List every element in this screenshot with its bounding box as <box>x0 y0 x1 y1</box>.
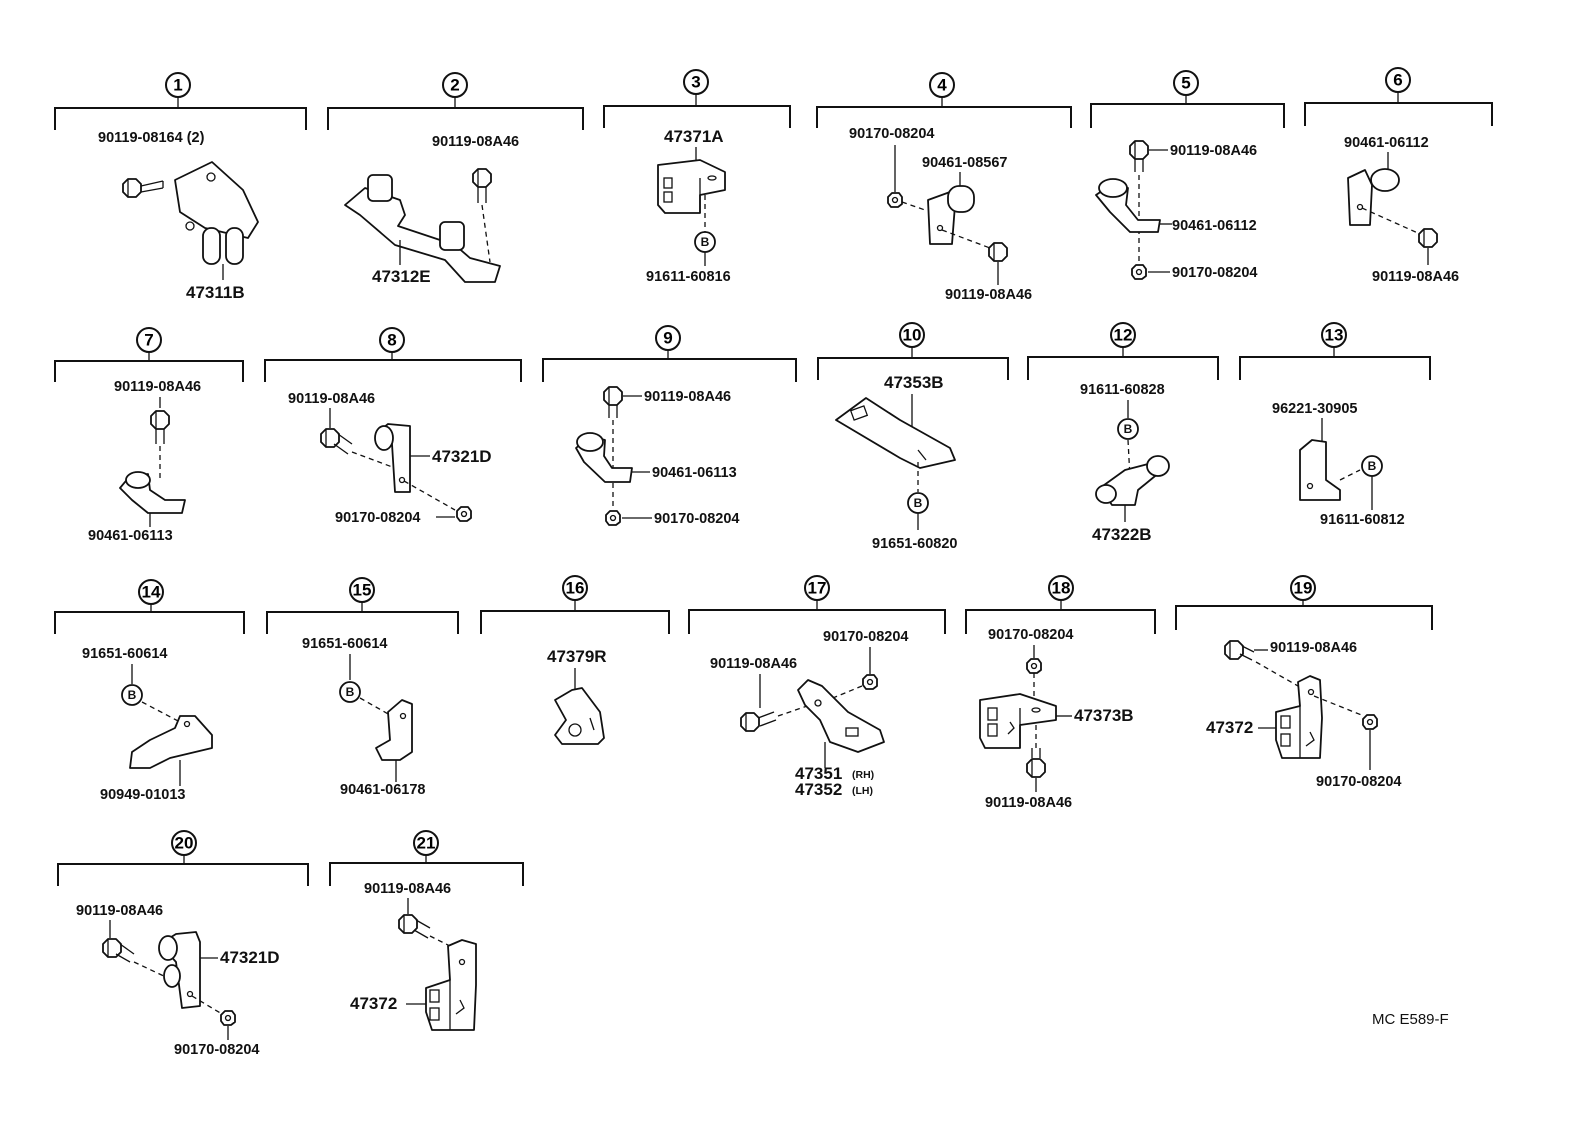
part-label: 47372 <box>1206 718 1253 737</box>
group-number: 18 <box>1052 579 1071 598</box>
group-number: 13 <box>1325 326 1344 345</box>
group-7: 7 90119-08A46 90461-06113 <box>54 327 244 544</box>
b-symbol: B <box>701 235 710 249</box>
part-label: 47372 <box>350 994 397 1013</box>
b-symbol: B <box>346 685 355 699</box>
part-label: 91651-60614 <box>302 636 387 652</box>
side-label: (RH) <box>852 769 874 781</box>
part-label: 90170-08204 <box>1316 774 1401 790</box>
group-number: 21 <box>417 834 436 853</box>
group-number: 20 <box>175 834 194 853</box>
part-label: 90170-08204 <box>849 126 934 142</box>
group-20: 20 90119-08A46 47321D 90170-08204 <box>57 830 309 1058</box>
group-number: 4 <box>937 76 947 95</box>
group-6: 6 90461-06112 90119-08A46 <box>1304 67 1493 285</box>
part-label: 47379R <box>547 647 607 666</box>
b-symbol: B <box>914 496 923 510</box>
group-17: 17 90170-08204 90119-08A46 47351 (RH) 47… <box>688 575 946 799</box>
part-label: 96221-30905 <box>1272 401 1357 417</box>
part-label: 47311B <box>186 283 245 302</box>
group-number: 3 <box>691 73 700 92</box>
b-symbol: B <box>128 688 137 702</box>
part-label: 47312E <box>372 267 431 286</box>
group-4: 4 90170-08204 90461-08567 90119-08A46 <box>816 72 1072 303</box>
part-label: 91611-60828 <box>1080 382 1165 398</box>
group-15: 15 91651-60614 B 90461-06178 <box>266 577 459 798</box>
part-label: 90461-06178 <box>340 782 425 798</box>
part-label: 90461-06113 <box>652 465 737 481</box>
part-label: 90170-08204 <box>335 510 420 526</box>
group-2: 2 90119-08A46 47312E <box>327 72 584 286</box>
part-label: 90461-06113 <box>88 528 173 544</box>
b-symbol: B <box>1124 422 1133 436</box>
part-label: 90119-08A46 <box>1170 143 1257 159</box>
part-label: 90170-08204 <box>654 511 739 527</box>
part-label: 47322B <box>1092 525 1152 544</box>
b-symbol: B <box>1368 459 1377 473</box>
part-label: 90170-08204 <box>174 1042 259 1058</box>
part-label: 90119-08A46 <box>432 134 519 150</box>
part-label: 90119-08164 (2) <box>98 130 205 146</box>
group-9: 9 90119-08A46 90461-06113 90170-08204 <box>542 325 797 527</box>
group-number: 2 <box>450 76 459 95</box>
part-label: 47351 <box>795 764 842 783</box>
part-label: 90119-08A46 <box>364 881 451 897</box>
group-12: 12 91611-60828 B 47322B <box>1027 322 1219 544</box>
group-number: 16 <box>566 579 585 598</box>
group-number: 8 <box>387 331 396 350</box>
group-number: 7 <box>144 331 153 350</box>
group-3: 3 47371A B 91611-60816 <box>603 69 791 285</box>
part-label: 47371A <box>664 127 724 146</box>
part-label: 90170-08204 <box>988 627 1073 643</box>
group-number: 5 <box>1181 74 1190 93</box>
part-label: 91611-60816 <box>646 269 731 285</box>
group-number: 9 <box>663 329 672 348</box>
group-number: 6 <box>1393 71 1402 90</box>
group-number: 15 <box>353 581 372 600</box>
part-label: 90461-06112 <box>1344 135 1429 151</box>
group-number: 10 <box>903 326 922 345</box>
part-label: 47352 <box>795 780 842 799</box>
part-label: 90119-08A46 <box>288 391 375 407</box>
part-label: 91651-60820 <box>872 536 957 552</box>
group-19: 19 90119-08A46 47372 90170-08204 <box>1175 575 1433 790</box>
part-label: 90119-08A46 <box>1270 640 1357 656</box>
group-10: 10 47353B B 91651-60820 <box>817 322 1009 552</box>
group-number: 1 <box>173 76 182 95</box>
side-label: (LH) <box>852 785 873 797</box>
part-label: 90170-08204 <box>823 629 908 645</box>
group-18: 18 90170-08204 47373B 90119-08A46 <box>965 575 1156 811</box>
group-16: 16 47379R <box>480 575 670 745</box>
group-number: 19 <box>1294 579 1313 598</box>
diagram-reference-code: MC E589-F <box>1372 1011 1449 1028</box>
part-label: 47321D <box>432 447 492 466</box>
part-label: 90119-08A46 <box>1372 269 1459 285</box>
group-8: 8 90119-08A46 47321D 90170-08204 <box>264 327 522 526</box>
part-label: 90119-08A46 <box>114 379 201 395</box>
part-label: 90119-08A46 <box>945 287 1032 303</box>
group-14: 14 91651-60614 B 90949-01013 <box>54 579 245 803</box>
part-label: 90949-01013 <box>100 787 185 803</box>
group-number: 12 <box>1114 326 1133 345</box>
part-label: 90119-08A46 <box>985 795 1072 811</box>
group-1: 1 90119-08164 (2) 47311B <box>54 72 307 302</box>
group-number: 17 <box>808 579 827 598</box>
part-label: 91651-60614 <box>82 646 167 662</box>
part-label: 90119-08A46 <box>710 656 797 672</box>
part-label: 90119-08A46 <box>644 389 731 405</box>
part-label: 90119-08A46 <box>76 903 163 919</box>
part-label: 90461-08567 <box>922 155 1007 171</box>
part-label: 47353B <box>884 373 944 392</box>
group-13: 13 96221-30905 B 91611-60812 <box>1239 322 1431 528</box>
part-label: 90461-06112 <box>1172 218 1257 234</box>
group-5: 5 90119-08A46 90461-06112 90170-08204 <box>1090 70 1285 281</box>
part-label: 90170-08204 <box>1172 265 1257 281</box>
part-label: 47321D <box>220 948 280 967</box>
part-label: 47373B <box>1074 706 1134 725</box>
group-number: 14 <box>142 583 161 602</box>
part-label: 91611-60812 <box>1320 512 1405 528</box>
group-21: 21 90119-08A46 47372 <box>329 830 524 1031</box>
